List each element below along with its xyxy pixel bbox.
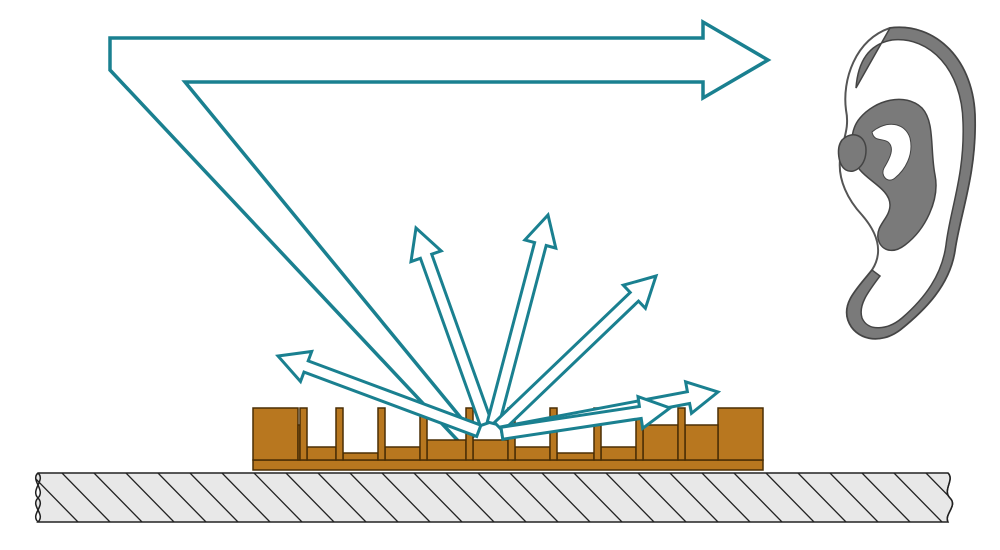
hatch-line <box>35 473 79 522</box>
hatch-line <box>157 473 207 522</box>
diffuser-well-floor <box>600 446 637 461</box>
hatch-line <box>253 473 303 522</box>
floor-hatch <box>35 473 1000 522</box>
hatch-line <box>637 473 687 522</box>
diffuser-well-floor <box>684 424 719 461</box>
hatch-line <box>733 473 783 522</box>
hatch-line <box>93 473 143 522</box>
diffuser-panel-icon <box>252 407 764 471</box>
hatch-line <box>990 473 1000 522</box>
hatch-line <box>509 473 559 522</box>
hatch-line <box>605 473 655 522</box>
ear-icon <box>837 26 977 340</box>
hatch-line <box>317 473 367 522</box>
diffuser-well-floor <box>556 452 595 461</box>
diffuser-well-floor <box>384 446 421 461</box>
hatch-line <box>285 473 335 522</box>
hatch-line <box>541 473 591 522</box>
diffused-arrow-6 <box>499 394 674 441</box>
floor-surface <box>35 472 954 523</box>
ear-antihelix <box>871 123 912 181</box>
diffuser-left-cap <box>252 407 299 461</box>
diffused-arrow-2 <box>409 225 494 428</box>
diffuser-well-floor <box>426 439 467 461</box>
hatch-line <box>829 473 879 522</box>
diffuser-wells <box>297 407 719 461</box>
ear-tragus <box>837 134 867 172</box>
hatch-line <box>765 473 815 522</box>
diffuser-fin <box>335 407 344 461</box>
hatch-line <box>669 473 719 522</box>
diffuser-right-cap <box>717 407 764 461</box>
hatch-line <box>861 473 911 522</box>
diffuser-well-floor <box>472 439 509 461</box>
hatch-line <box>797 473 847 522</box>
hatch-line <box>349 473 399 522</box>
hatch-line <box>958 473 1000 522</box>
floor-right-break <box>946 472 954 523</box>
hatch-line <box>125 473 175 522</box>
diffuser-fin <box>299 407 308 461</box>
diffuser-well-floor <box>514 446 551 461</box>
specular-reflection-arrow <box>108 18 772 448</box>
hatch-line <box>445 473 495 522</box>
hatched-floor-icon <box>35 472 1000 523</box>
hatch-line <box>413 473 463 522</box>
hatch-line <box>477 473 527 522</box>
diffuser-base <box>252 459 764 471</box>
floor-left-break <box>35 472 41 523</box>
incident-reflection-arrow-icon <box>108 18 772 448</box>
diffuser-fin <box>677 407 686 461</box>
diffused-arrows <box>275 211 722 441</box>
hatch-line <box>573 473 623 522</box>
hatch-line <box>189 473 239 522</box>
ear-helix-rim <box>845 26 976 340</box>
hatch-line <box>701 473 751 522</box>
diffuser-well-floor <box>642 424 679 461</box>
diffused-arrow-4 <box>492 273 659 434</box>
diffuser-well-floor <box>306 446 337 461</box>
diffuser-well-floor <box>342 452 379 461</box>
diffuser-fin <box>549 407 558 461</box>
hatch-line <box>381 473 431 522</box>
diffuser-fin <box>377 407 386 461</box>
hatch-line <box>61 473 111 522</box>
diffused-arrow-3 <box>485 211 558 427</box>
diffused-arrow-1 <box>275 349 483 439</box>
hatch-line <box>221 473 271 522</box>
hatch-line <box>893 473 943 522</box>
